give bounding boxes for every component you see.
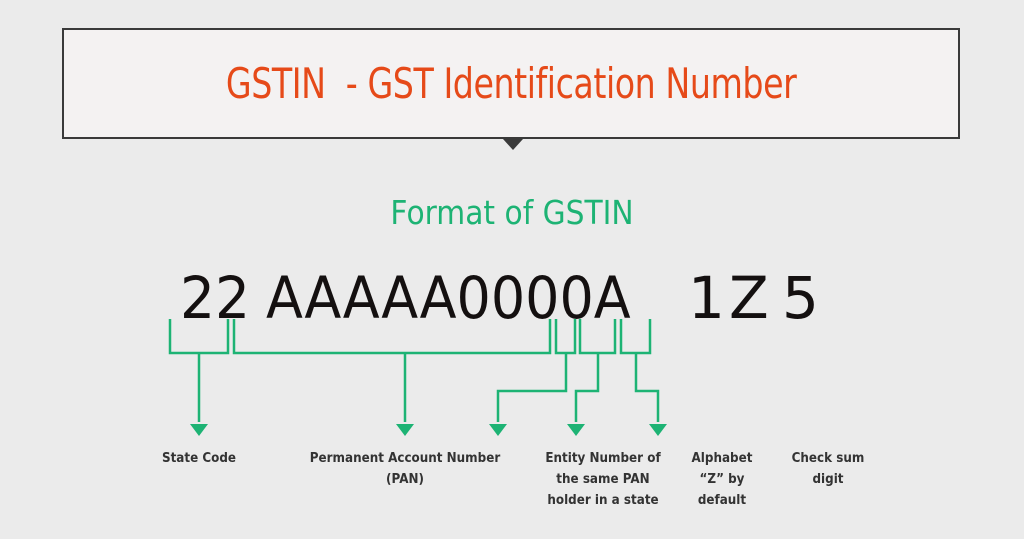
title-box: GSTIN - GST Identification Number <box>62 28 960 139</box>
segment-state-code: 22 <box>180 264 251 332</box>
bracket-state-code <box>168 319 230 355</box>
bracket-z <box>578 319 617 355</box>
label-pan: Permanent Account Number (PAN) <box>309 451 501 487</box>
bracket-entity <box>554 319 577 355</box>
arrow-down-icon <box>649 424 667 436</box>
segment-pan: AAAAA0000A <box>266 264 631 332</box>
label-entity-number: Entity Number of the same PAN holder in … <box>545 451 661 508</box>
segment-z: Z <box>729 264 769 332</box>
arrow-down-icon <box>190 424 208 436</box>
bracket-pan <box>232 319 552 355</box>
label-checksum: Check sum digit <box>791 451 865 487</box>
segment-entity-number: 1 <box>688 264 725 332</box>
arrow-down-icon <box>489 424 507 436</box>
arrow-down-icon <box>396 424 414 436</box>
label-alphabet-z: Alphabet “Z” by default <box>691 451 753 508</box>
title-pointer-arrow-icon <box>503 139 523 150</box>
page-title: GSTIN - GST Identification Number <box>225 59 797 108</box>
bracket-checksum <box>619 319 652 355</box>
label-state-code: State Code <box>161 451 237 466</box>
arrow-down-icon <box>567 424 585 436</box>
format-subtitle: Format of GSTIN <box>390 193 634 232</box>
segment-checksum: 5 <box>782 264 819 332</box>
